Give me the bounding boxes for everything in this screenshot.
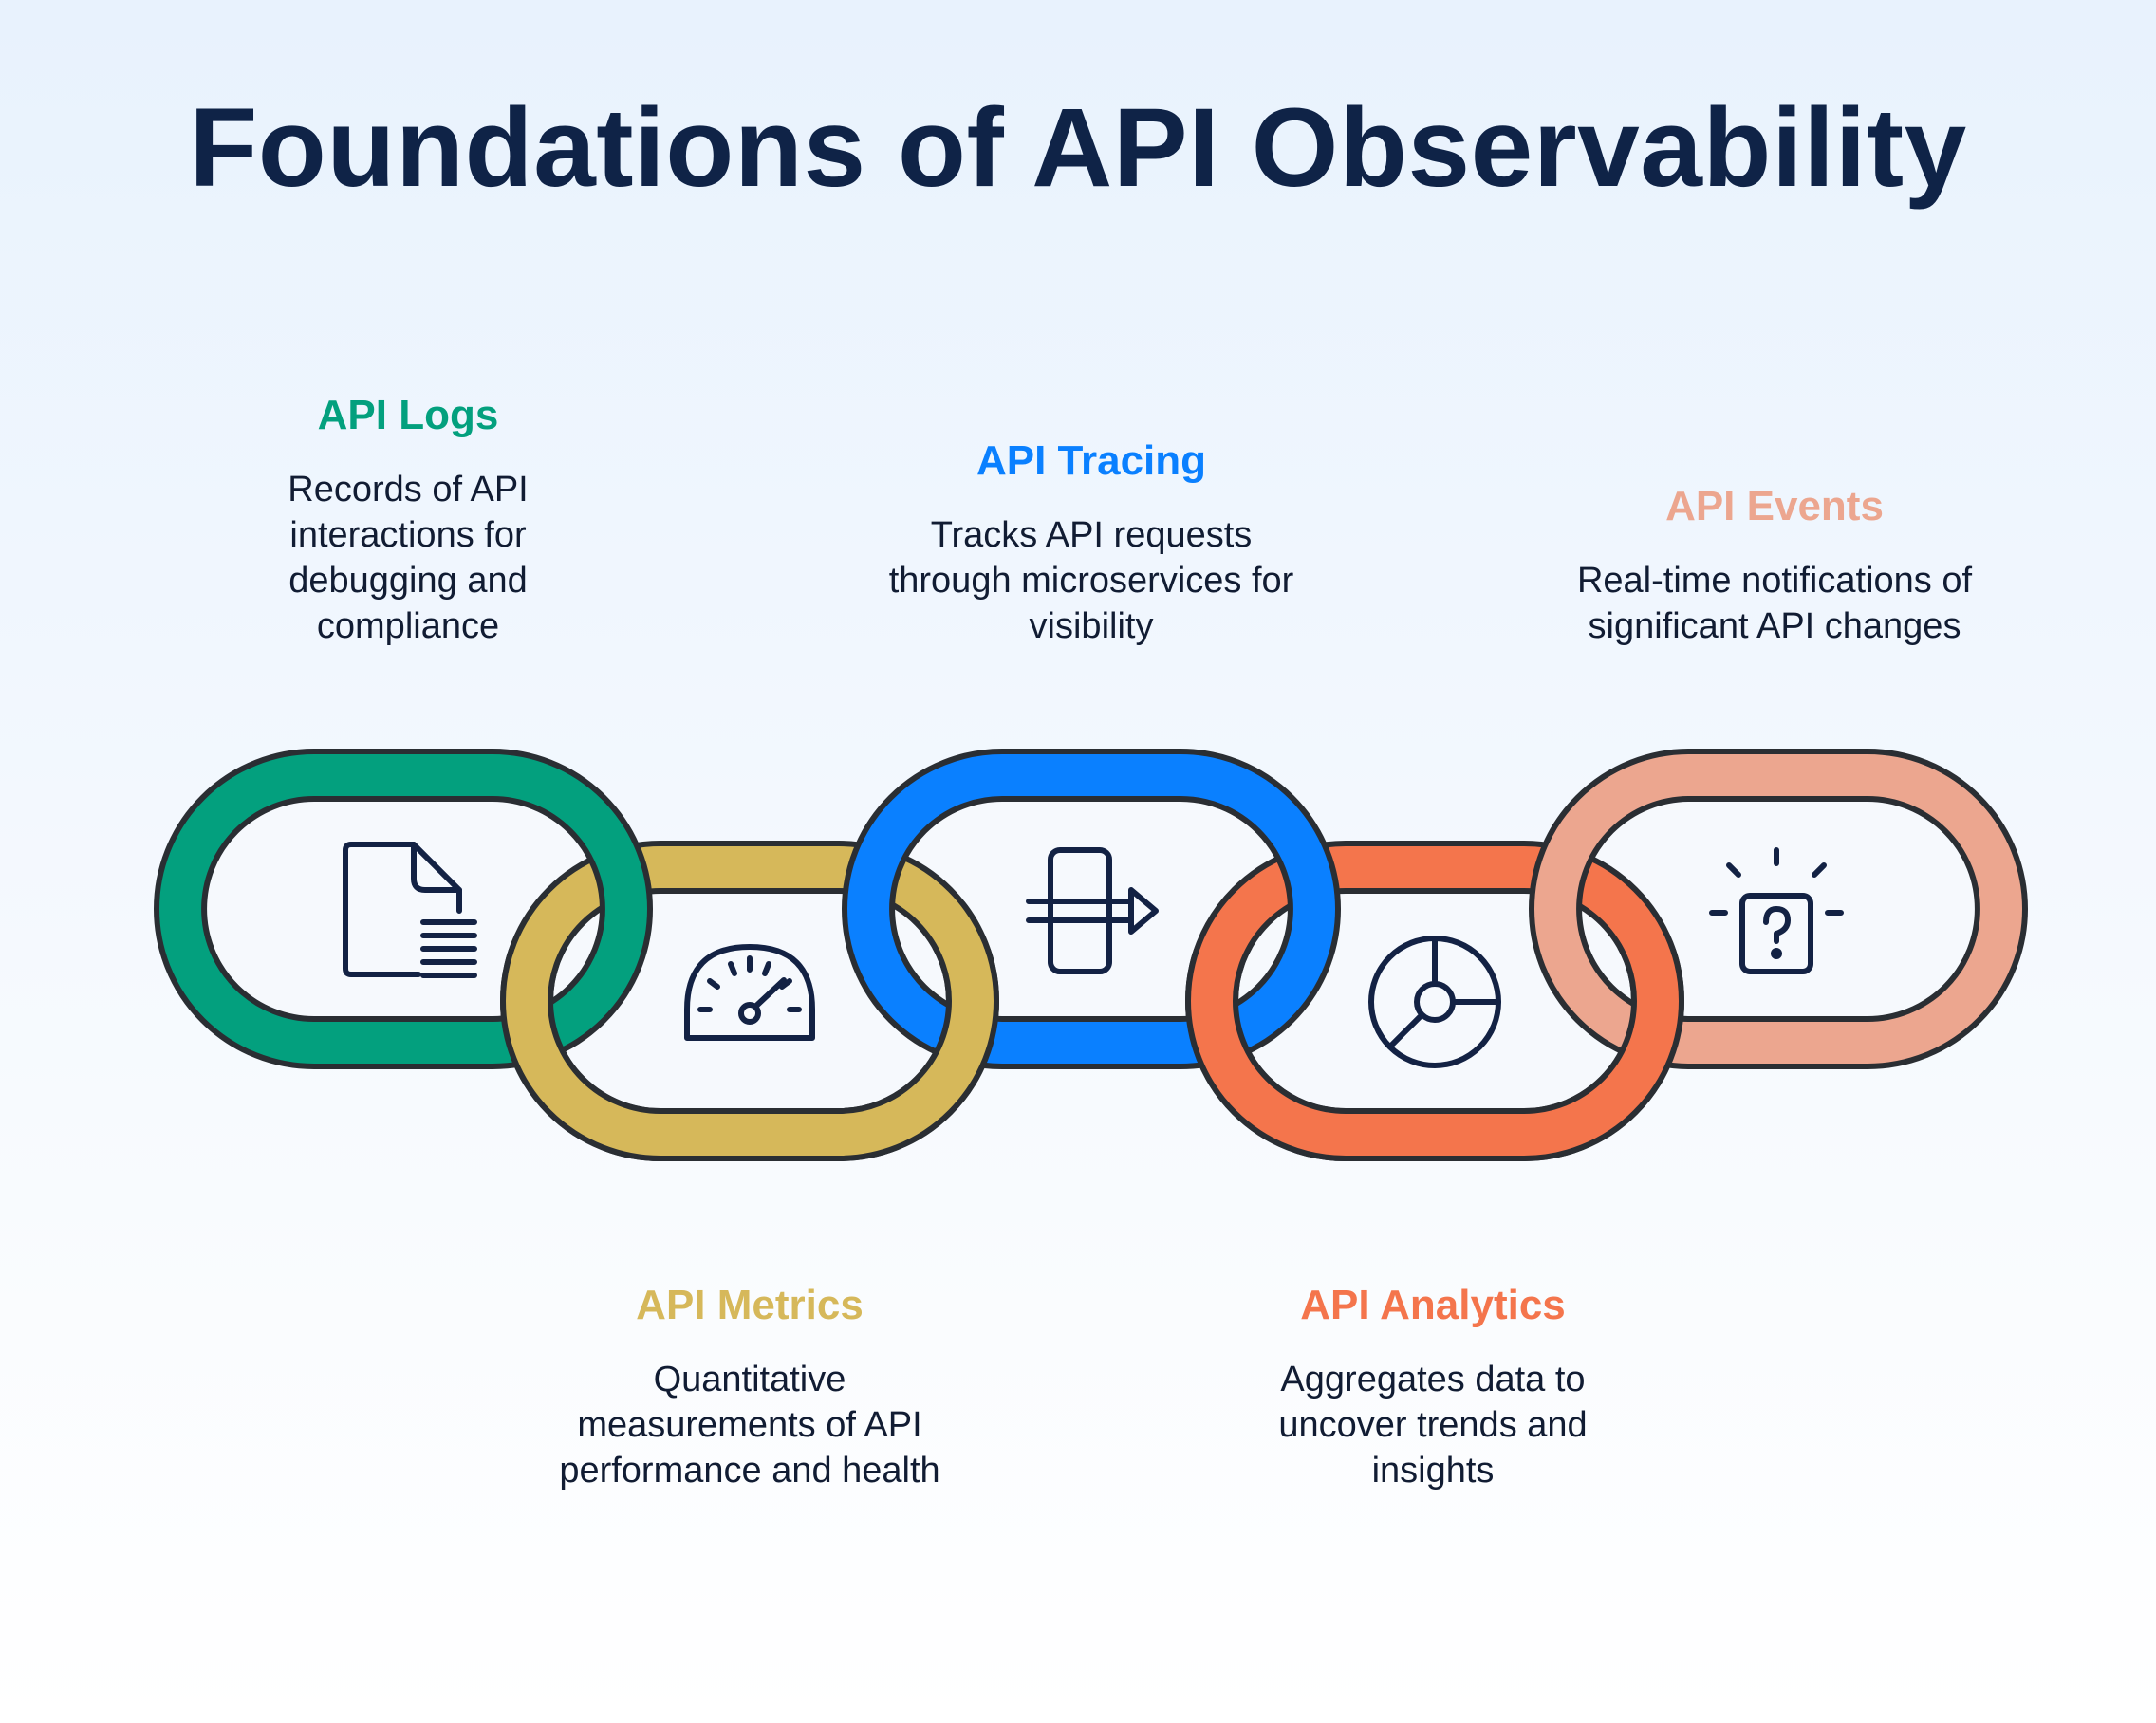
description-line: visibility — [1029, 606, 1154, 646]
description-line: interactions for — [289, 515, 527, 555]
item-heading: API Analytics — [1300, 1282, 1566, 1328]
description-line: measurements of API — [577, 1405, 922, 1445]
trace-icon — [1026, 847, 1159, 974]
chain-link-api-logs — [154, 749, 653, 1069]
chain-link-overlaps — [500, 949, 1684, 1161]
pie-chart-icon — [1368, 936, 1501, 1068]
item-description: Real-time notifications of significant A… — [1518, 558, 2031, 649]
item-heading: API Logs — [317, 392, 499, 438]
document-icon — [343, 842, 477, 978]
chain-link-api-tracing — [842, 749, 1341, 1069]
chain-link-api-metrics — [500, 949, 999, 1161]
item-heading: API Metrics — [636, 1282, 864, 1328]
description-line: insights — [1371, 1451, 1495, 1491]
chain-link-interior — [204, 799, 603, 1019]
item-description: Records of API interactions for debuggin… — [218, 467, 598, 649]
description-line: Aggregates data to — [1280, 1360, 1586, 1399]
description-line: compliance — [316, 606, 500, 646]
speedometer-icon — [684, 944, 815, 1041]
item-metrics: API Metrics Quantitative measurements of… — [522, 1279, 977, 1493]
item-analytics: API Analytics Aggregates data to uncover… — [1215, 1279, 1651, 1493]
item-events: API Events Real-time notifications of si… — [1518, 480, 2031, 649]
item-logs: API Logs Records of API interactions for… — [218, 389, 598, 649]
item-heading: API Tracing — [976, 437, 1207, 484]
item-heading: API Events — [1665, 483, 1884, 529]
item-description: Quantitative measurements of API perform… — [522, 1357, 977, 1493]
item-description: Aggregates data to uncover trends and in… — [1215, 1357, 1651, 1493]
description-line: Records of API — [288, 470, 529, 509]
item-tracing: API Tracing Tracks API requests through … — [826, 435, 1357, 649]
chain-links — [154, 749, 2028, 1161]
chain-link-api-events — [1529, 749, 2028, 1069]
alert-bulb-icon — [1709, 847, 1844, 974]
description-line: Real-time notifications of — [1576, 561, 1973, 601]
page-title: Foundations of API Observability — [189, 85, 1967, 211]
description-line: Quantitative — [653, 1360, 846, 1399]
description-line: Tracks API requests — [930, 515, 1253, 555]
description-line: performance and health — [559, 1451, 940, 1491]
description-line: debugging and — [288, 561, 528, 601]
item-description: Tracks API requests through microservice… — [826, 512, 1357, 649]
description-line: uncover trends and — [1278, 1405, 1588, 1445]
chain-link-api-analytics — [1185, 949, 1684, 1161]
description-line: through microservices for — [888, 561, 1294, 601]
description-line: significant API changes — [1588, 606, 1961, 646]
